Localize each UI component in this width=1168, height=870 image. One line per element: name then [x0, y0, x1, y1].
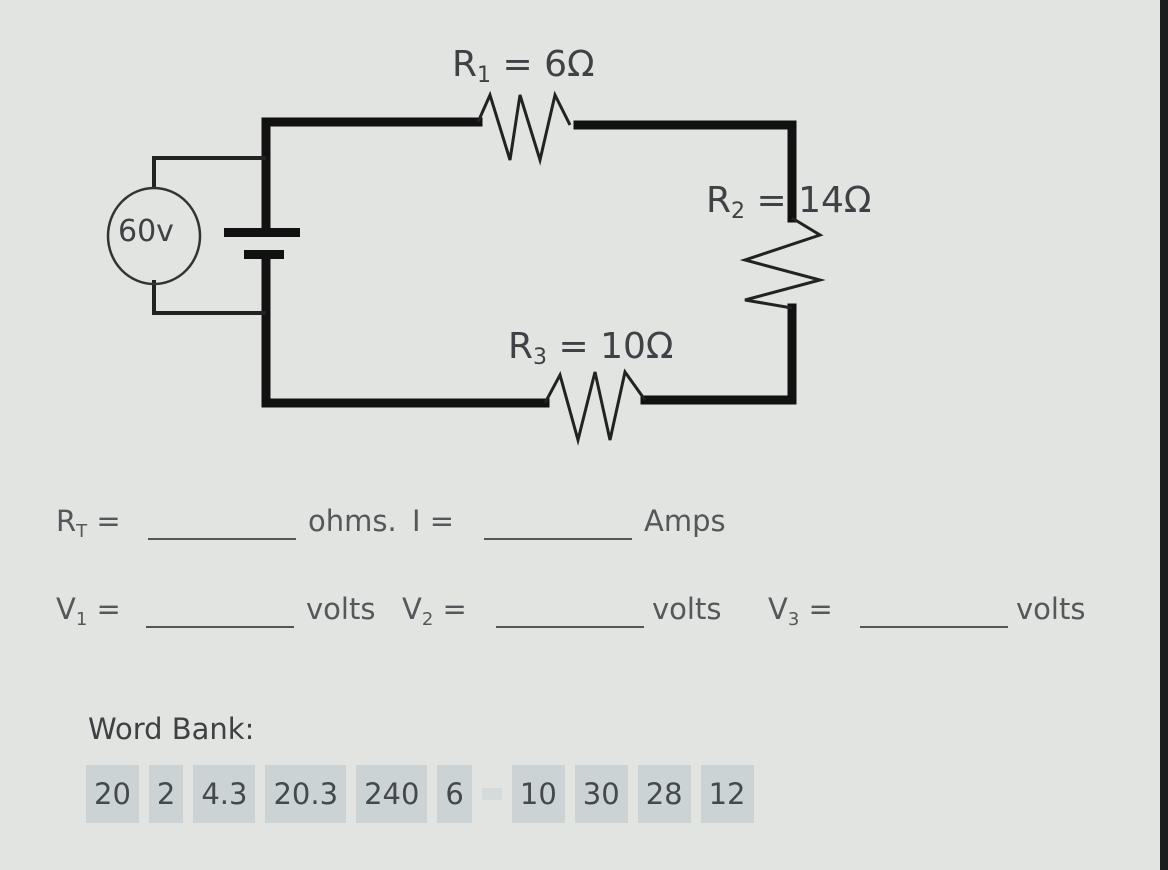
circuit-diagram — [106, 90, 826, 446]
wire-left-lower — [261, 253, 550, 408]
resistor-r2-zigzag — [739, 216, 826, 310]
word-bank-title: Word Bank: — [88, 712, 255, 746]
battery-short-plate — [244, 250, 284, 259]
wire-top-right — [573, 120, 797, 223]
v3-unit: volts — [1016, 592, 1086, 626]
i-unit: Amps — [644, 504, 726, 538]
word-bank-chip[interactable]: 6 — [437, 765, 472, 823]
screen-edge — [1160, 0, 1168, 870]
word-bank-chip[interactable]: 30 — [574, 765, 628, 823]
i-answer-blank[interactable] — [484, 538, 632, 540]
wire-bottom-right — [640, 303, 797, 405]
rt-answer-blank[interactable] — [148, 538, 296, 540]
resistor-r3-zigzag — [543, 368, 647, 446]
word-bank-chip[interactable]: 2 — [148, 765, 184, 823]
resistor-r1-zigzag — [476, 90, 572, 166]
v1-label: V1 = — [56, 592, 121, 630]
v2-label: V2 = — [402, 592, 467, 630]
r2-label: R2 = 14Ω — [706, 180, 872, 224]
word-bank-empty-slot[interactable] — [481, 788, 502, 800]
word-bank-chip[interactable]: 4.3 — [193, 765, 256, 823]
source-lead-bottom — [152, 280, 266, 315]
word-bank-chip[interactable]: 20 — [86, 765, 139, 823]
r1-label: R1 = 6Ω — [452, 44, 595, 88]
v3-answer-blank[interactable] — [860, 626, 1008, 628]
source-lead-top — [152, 156, 266, 188]
word-bank-chip[interactable]: 12 — [700, 765, 754, 823]
v2-answer-blank[interactable] — [496, 626, 644, 628]
source-voltage-label: 60v — [118, 214, 174, 249]
rt-unit: ohms. — [308, 504, 397, 538]
r3-label: R3 = 10Ω — [508, 326, 674, 370]
word-bank-chip[interactable]: 20.3 — [265, 765, 347, 823]
battery-long-plate — [224, 228, 300, 237]
v3-label: V3 = — [768, 592, 833, 630]
rt-label: RT = — [56, 504, 121, 542]
v1-answer-blank[interactable] — [146, 626, 294, 628]
v2-unit: volts — [652, 592, 722, 626]
word-bank-chip[interactable]: 240 — [356, 765, 428, 823]
i-label: I = — [412, 504, 455, 538]
voltage-source-circle — [106, 186, 202, 286]
v1-unit: volts — [306, 592, 376, 626]
word-bank-chip[interactable]: 10 — [511, 765, 565, 823]
word-bank-chip[interactable]: 28 — [637, 765, 691, 823]
word-bank: 20 2 4.3 20.3 240 6 10 30 28 12 — [86, 765, 754, 823]
